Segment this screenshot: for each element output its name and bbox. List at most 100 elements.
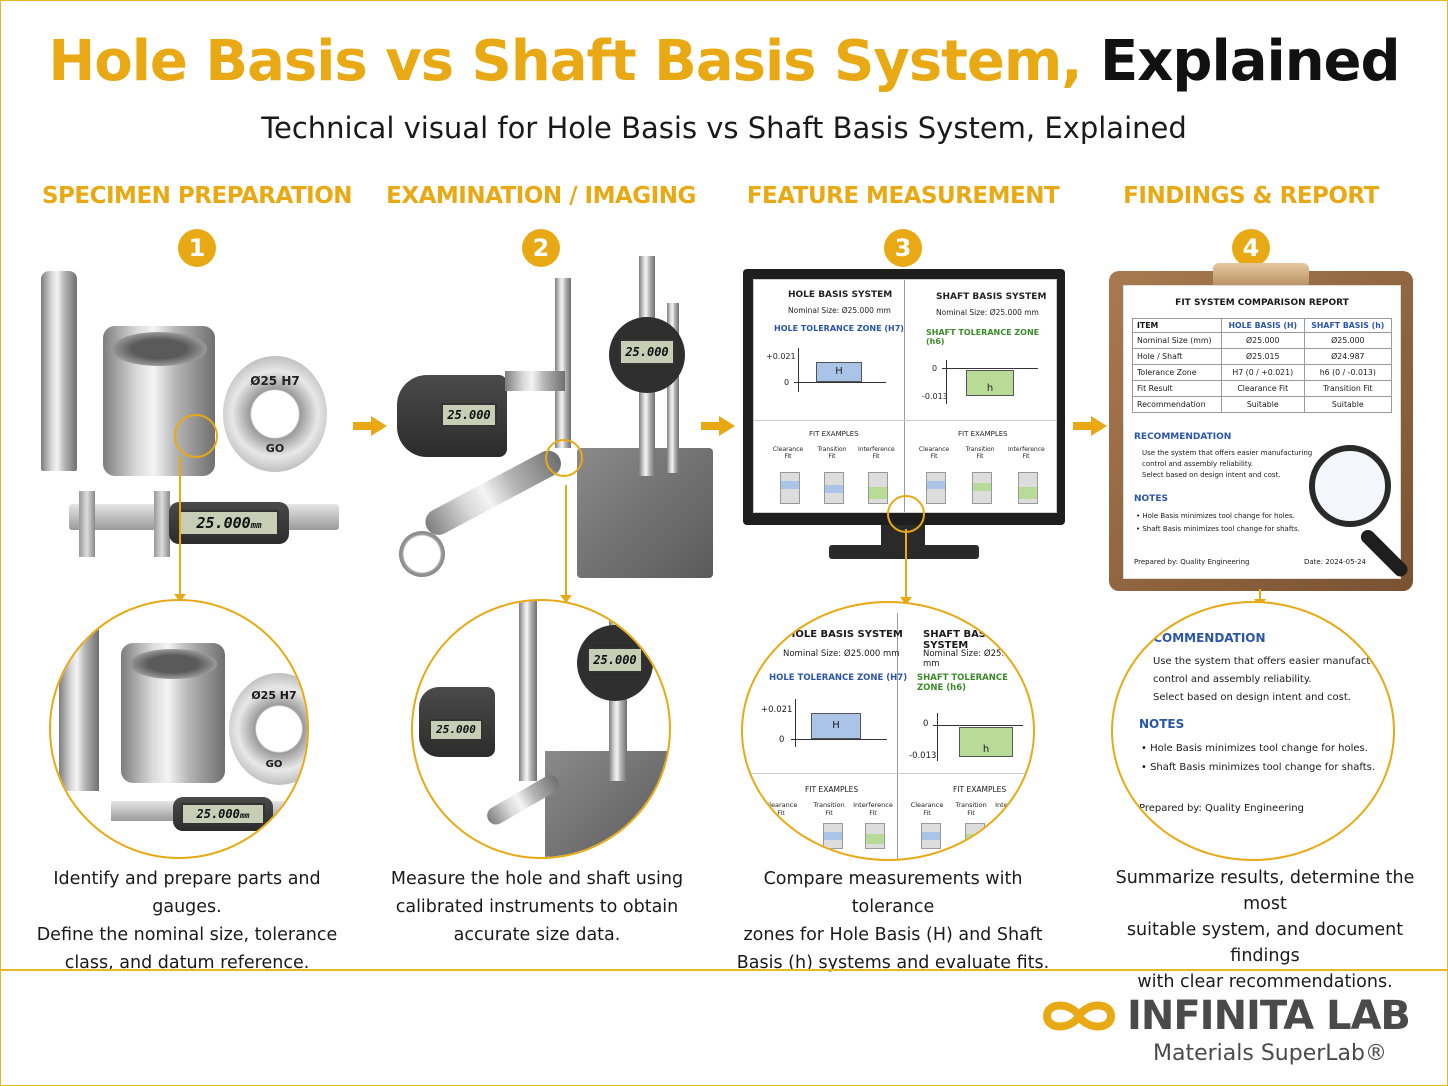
- hole-upper-label: +0.021: [766, 352, 796, 361]
- zoom-ring-label: Ø25 H7: [251, 689, 297, 702]
- focus-ring: [545, 439, 583, 477]
- report-title: FIT SYSTEM COMPARISON REPORT: [1175, 298, 1349, 308]
- hole-nominal: Nominal Size: Ø25.000 mm: [788, 306, 891, 315]
- zoom-ring-go: GO: [265, 759, 283, 770]
- caliper-display: 25.000mm: [179, 510, 279, 536]
- shaft-fit-examples: FIT EXAMPLES: [958, 430, 1008, 438]
- shaft-zone-label: SHAFT TOLERANCE ZONE (h6): [926, 328, 1040, 346]
- report-notes-title: NOTES: [1134, 494, 1168, 504]
- dial-gauge-icon: [399, 531, 445, 577]
- step-number-badge: 1: [178, 229, 216, 267]
- step-1-header: SPECIMEN PREPARATION 1: [27, 183, 367, 267]
- digital-indicator: 25.000: [609, 317, 685, 393]
- step-title: EXAMINATION / IMAGING: [386, 183, 696, 209]
- report-zoom-circle: ECOMMENDATION Use the system that offers…: [1111, 601, 1395, 861]
- logo-tagline: Materials SuperLab®: [1153, 1041, 1387, 1066]
- monitor-screen: HOLE BASIS SYSTEM Nominal Size: Ø25.000 …: [753, 279, 1057, 513]
- zoom-connector: [900, 529, 912, 605]
- footer-divider: [1, 969, 1447, 971]
- shaft-nominal: Nominal Size: Ø25.000 mm: [936, 308, 1039, 317]
- instruments-zoom-circle: 25.000 25.000: [411, 599, 671, 859]
- ring-label: Ø25 H7: [250, 374, 300, 388]
- title-dark: Explained: [1100, 29, 1401, 94]
- zoom-shaft-title: SHAFT BASIS SYSTEM: [923, 629, 997, 651]
- screen-zoom-circle: HOLE BASIS SYSTEM Nominal Size: Ø25.000 …: [741, 601, 1035, 861]
- specimen-photo: Ø25 H7 GO 25.000mm: [29, 266, 347, 591]
- page-subtitle: Technical visual for Hole Basis vs Shaft…: [261, 111, 1187, 145]
- focus-ring: [887, 495, 925, 533]
- hole-fit-examples: FIT EXAMPLES: [809, 430, 859, 438]
- shaft-part: [41, 271, 77, 471]
- zoom-rec-title: ECOMMENDATION: [1145, 631, 1266, 645]
- zoom-rec-text: Use the system that offers easier manufa…: [1153, 656, 1390, 703]
- flow-arrow-icon: [701, 416, 735, 436]
- specimen-zoom-circle: Ø25 H7 GO 25.000mm: [49, 599, 309, 859]
- hole-zone-box: H: [816, 362, 862, 382]
- report-rec-title: RECOMMENDATION: [1134, 432, 1232, 442]
- step-4-header: FINDINGS & REPORT 4: [1081, 183, 1421, 267]
- step-2-header: EXAMINATION / IMAGING 2: [371, 183, 711, 267]
- ring-gauge: Ø25 H7 GO: [223, 356, 327, 472]
- step-number-badge: 4: [1232, 229, 1270, 267]
- zoom-notes: • Hole Basis minimizes tool change for h…: [1141, 743, 1375, 773]
- measurement-instruments-photo: 25.000 25.000: [387, 253, 717, 593]
- shaft-system-title: SHAFT BASIS SYSTEM: [936, 292, 1047, 302]
- step-1-description: Identify and prepare parts and gauges.De…: [36, 869, 338, 973]
- zoom-hole-box: H: [811, 713, 861, 739]
- logo-name: INFINITA LAB: [1127, 993, 1411, 1039]
- step-number-badge: 2: [522, 229, 560, 267]
- report-date: Date: 2024-05-24: [1304, 558, 1366, 566]
- step-title: FEATURE MEASUREMENT: [746, 183, 1060, 209]
- magnifier-icon: [1309, 445, 1391, 527]
- zoom-caliper-display: 25.000mm: [181, 803, 265, 825]
- report-table: ITEM HOLE BASIS (H) SHAFT BASIS (h) Nomi…: [1132, 318, 1393, 413]
- step-title: SPECIMEN PREPARATION: [41, 183, 353, 209]
- title-accent: Hole Basis vs Shaft Basis System,: [48, 29, 1082, 94]
- hole-zero-label: 0: [784, 378, 790, 387]
- zoom-shaft-zone: SHAFT TOLERANCE ZONE (h6): [917, 673, 1008, 693]
- ring-go-label: GO: [265, 442, 285, 455]
- shaft-zone-box: h: [966, 370, 1014, 396]
- report-prepared: Prepared by: Quality Engineering: [1134, 558, 1250, 566]
- hole-system-title: HOLE BASIS SYSTEM: [788, 290, 893, 300]
- zoom-connector: [1254, 589, 1266, 607]
- report-clipboard: FIT SYSTEM COMPARISON REPORT ITEM HOLE B…: [1109, 263, 1437, 598]
- zoom-indicator-display: 25.000: [587, 647, 643, 673]
- flow-arrow-icon: [353, 416, 387, 436]
- infinity-logo-icon: [1042, 1001, 1116, 1031]
- flow-arrow-icon: [1073, 416, 1107, 436]
- zoom-prepared: Prepared by: Quality Engineering: [1139, 803, 1304, 814]
- step-3-header: FEATURE MEASUREMENT 3: [733, 183, 1073, 267]
- zoom-shaft-nominal: Nominal Size: Ø25.000 mm: [923, 649, 1021, 669]
- hole-zone-label: HOLE TOLERANCE ZONE (H7): [774, 324, 904, 333]
- page-title: Hole Basis vs Shaft Basis System, Explai…: [1, 29, 1447, 94]
- step-title: FINDINGS & REPORT: [1123, 183, 1379, 209]
- zoom-micrometer-display: 25.000: [429, 719, 483, 741]
- indicator-display: 25.000: [619, 339, 675, 365]
- zoom-notes-title: NOTES: [1139, 717, 1185, 731]
- focus-ring: [174, 414, 218, 458]
- report-sheet: FIT SYSTEM COMPARISON REPORT ITEM HOLE B…: [1123, 285, 1401, 579]
- report-rec-text: Use the system that offers easier manufa…: [1142, 449, 1313, 479]
- micrometer-display: 25.000: [441, 403, 497, 427]
- step-number-badge: 3: [884, 229, 922, 267]
- report-notes: • Hole Basis minimizes tool change for h…: [1136, 512, 1300, 533]
- clip-icon: [1213, 263, 1309, 289]
- bushing-part: [103, 326, 215, 476]
- monitor: HOLE BASIS SYSTEM Nominal Size: Ø25.000 …: [743, 269, 1073, 569]
- shaft-zero-label: 0: [932, 364, 938, 373]
- zoom-connector: [560, 485, 572, 603]
- shaft-lower-label: -0.013: [922, 392, 948, 401]
- zoom-connector: [174, 456, 186, 602]
- zoom-shaft-box: h: [959, 727, 1013, 757]
- zoom-hole-nominal: Nominal Size: Ø25.000 mm: [783, 649, 900, 659]
